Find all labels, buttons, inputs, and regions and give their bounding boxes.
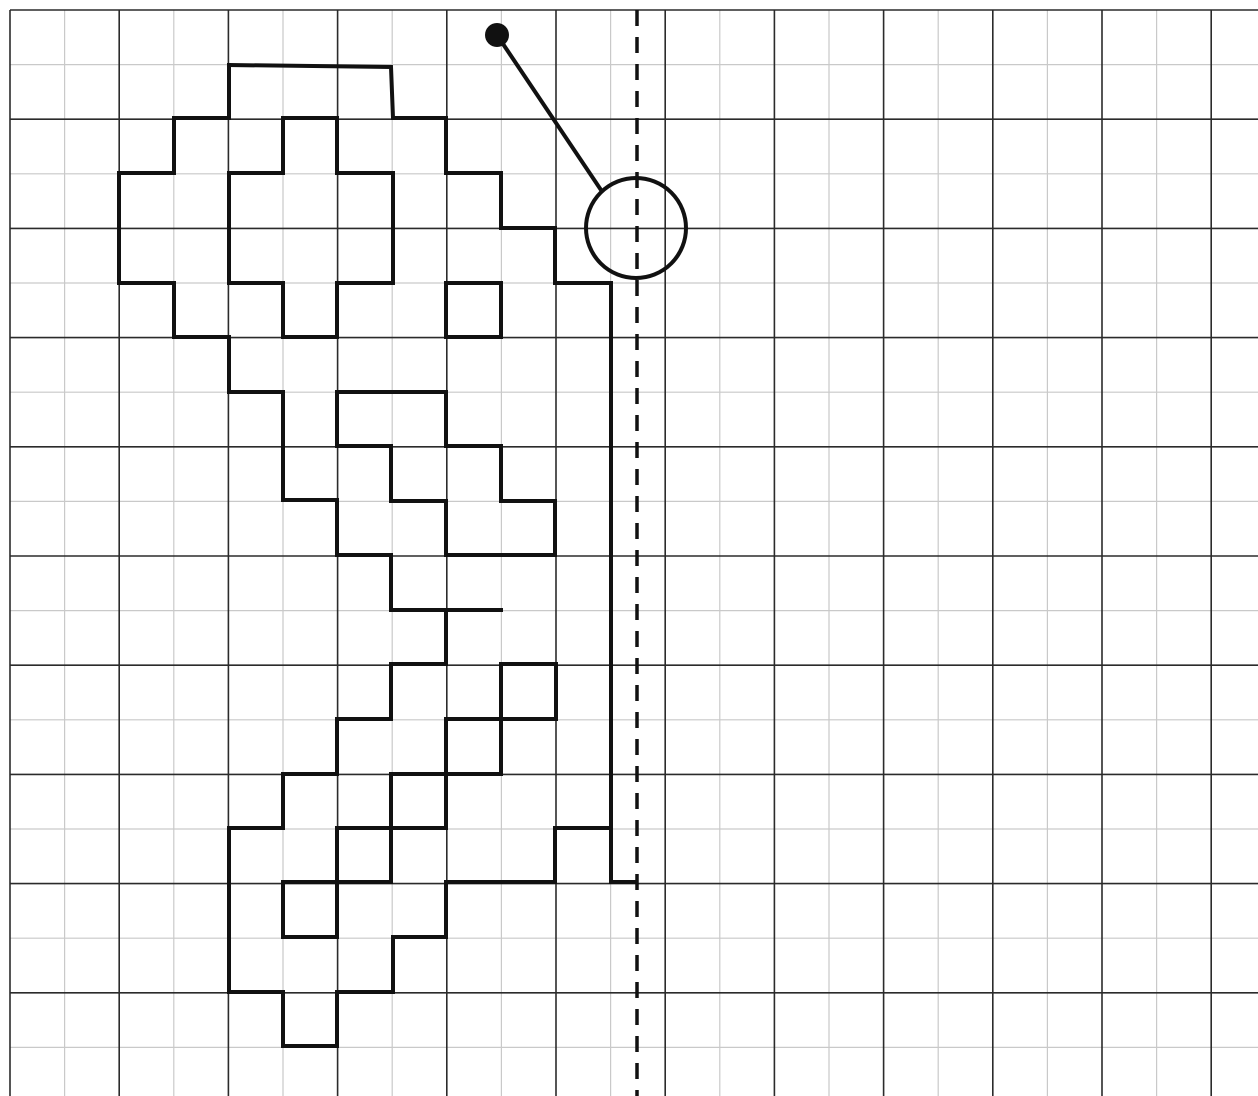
ring-connector-line: [497, 35, 601, 190]
half-figure: [119, 23, 686, 1046]
fine-grid: [10, 10, 1258, 1096]
small-square-lower: [501, 664, 556, 719]
major-grid: [10, 10, 1258, 1096]
lower-step-outline-2: [283, 828, 391, 937]
small-square-upper: [446, 283, 501, 337]
upper-inner-plus-outline: [229, 118, 393, 337]
stem-line: [611, 283, 637, 882]
lower-step-outline-1: [391, 719, 501, 828]
start-dot: [485, 23, 509, 47]
